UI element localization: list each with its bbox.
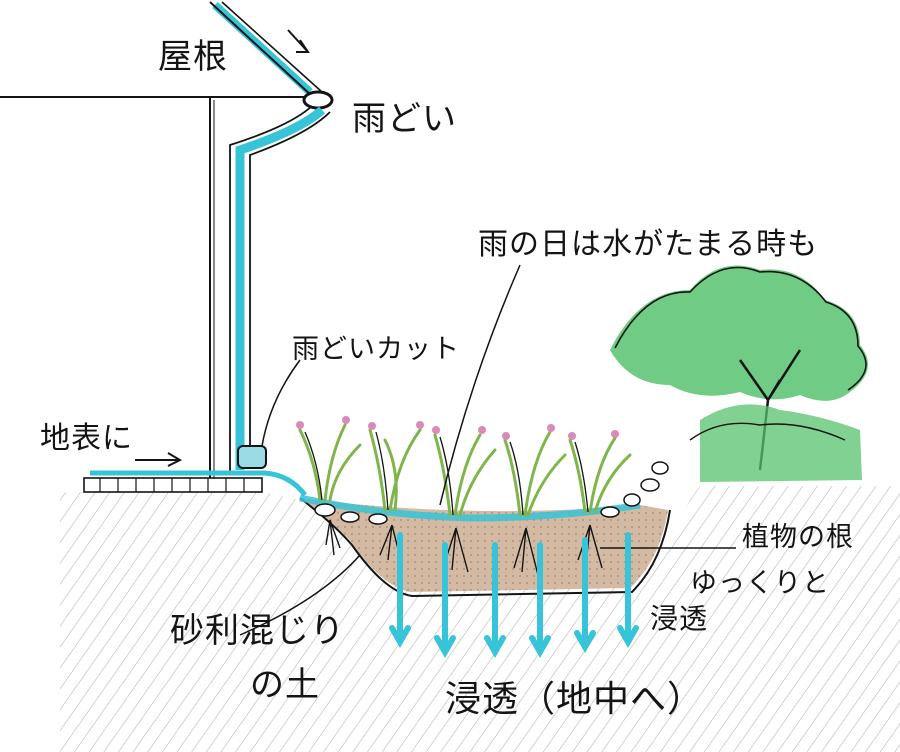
rain-pool-label: 雨の日は水がたまる時も [478,227,819,262]
plant-roots-label: 植物の根 [742,522,854,553]
tree [610,265,868,482]
gutter-label: 雨どい [352,99,457,139]
gutter-end [302,90,334,110]
surface-runoff-label: 地表に [40,421,133,456]
seepage-underground-label: 浸透（地中へ） [445,679,705,720]
surface-water-flow [90,470,307,497]
downspout-cut-outlet [237,445,267,469]
rim-stones [314,461,669,525]
soil-label-line1: 砂利混じり [170,611,345,651]
roof-label: 屋根 [158,37,228,77]
paving-surface [83,477,263,493]
flowers [296,416,619,440]
downspout [229,105,313,475]
surface-flow-arrow [135,452,183,467]
roof-flow-arrow [287,29,310,53]
seepage-label: 浸透 [650,602,709,635]
grasses [298,423,632,517]
ground-hatching [60,486,900,752]
leader-lines [239,264,736,636]
seepage-arrows [389,532,639,659]
slowly-label: ゆっくりと [690,568,830,599]
downspout-water [235,106,326,470]
gutter-cut-label: 雨どいカット [292,334,460,365]
soil-label-line2: の土 [250,665,320,705]
roof-slope [212,2,313,95]
